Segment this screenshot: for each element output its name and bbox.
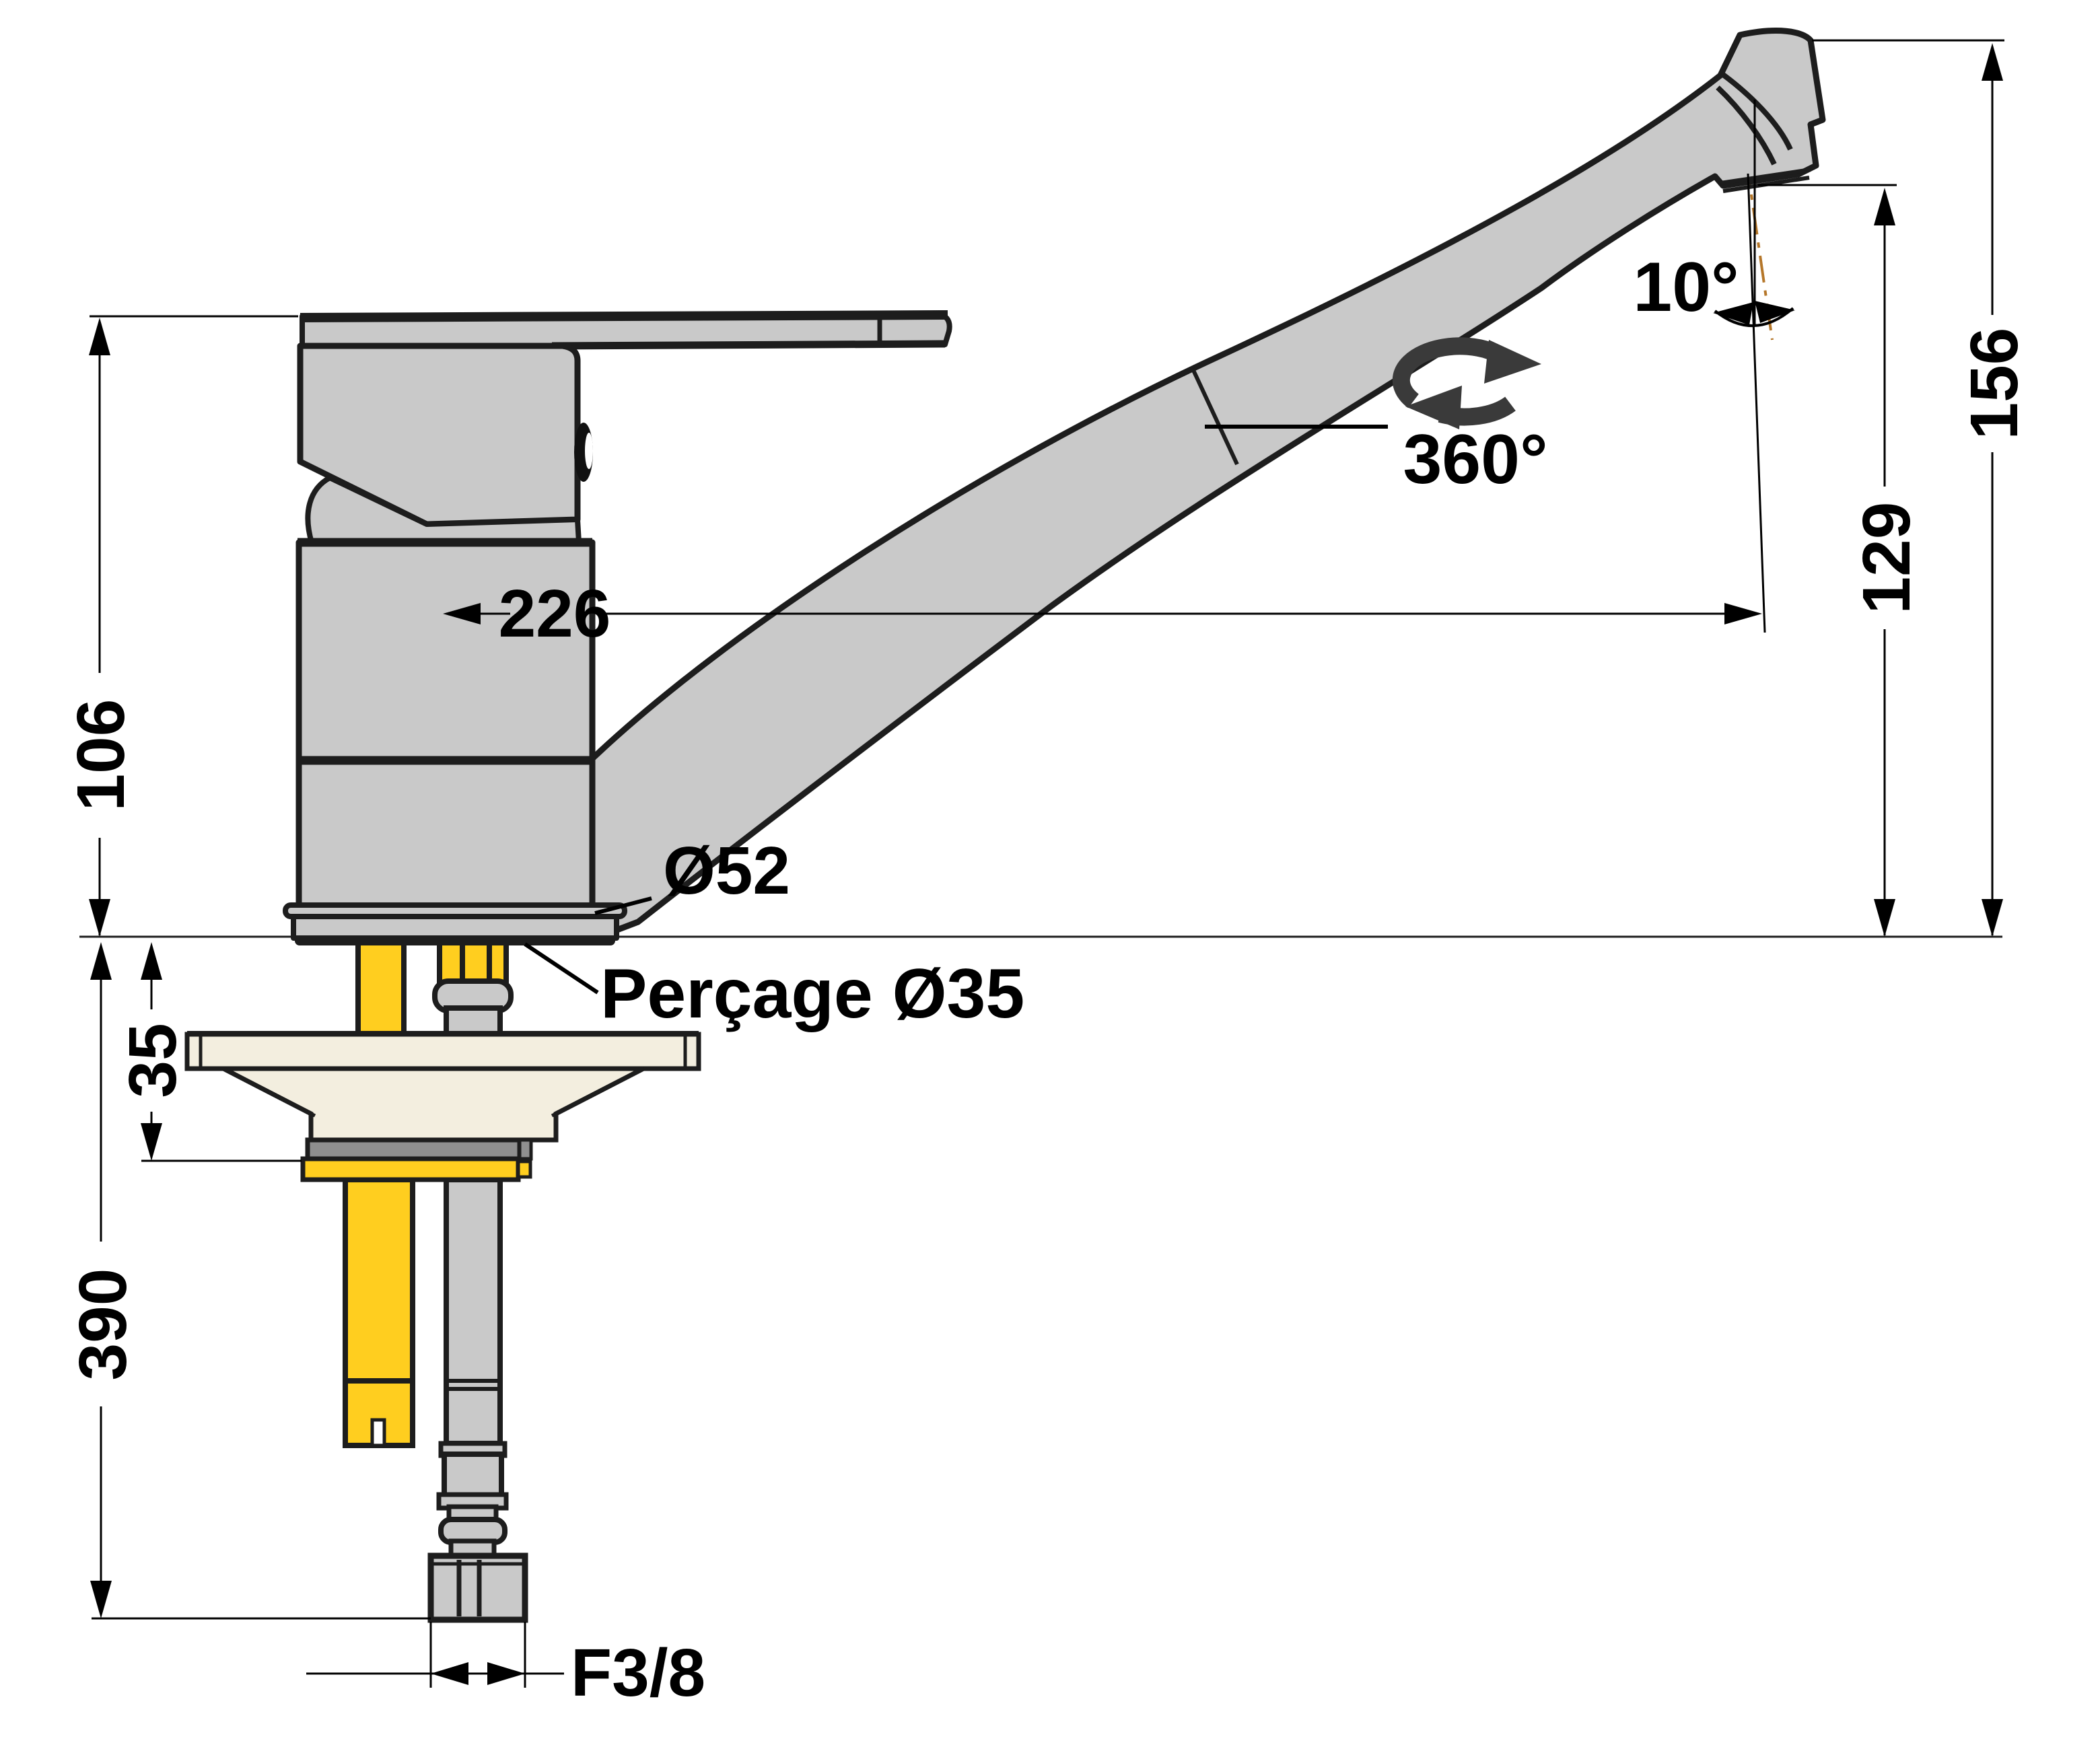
spout-seam-line bbox=[1191, 367, 1239, 466]
label-226: 226 bbox=[499, 576, 611, 651]
hex-connection-nut bbox=[427, 1552, 528, 1623]
swivel-spout bbox=[584, 28, 1826, 936]
label-f38: F3/8 bbox=[571, 1635, 705, 1711]
lever-top-edge bbox=[300, 310, 948, 322]
dimension-labels: 106 35 390 226 129 156 10° 360° Ø52 Perç… bbox=[63, 248, 2032, 1711]
handle-screw-highlight-icon bbox=[585, 433, 593, 469]
label-129: 129 bbox=[1849, 502, 1924, 614]
label-percage-dia35: Perçage Ø35 bbox=[600, 955, 1024, 1033]
spout-tube bbox=[584, 28, 1826, 936]
dim-line-35 bbox=[141, 979, 302, 1162]
ext-lines-f38 bbox=[429, 1622, 526, 1688]
leader-percage bbox=[524, 942, 599, 995]
below-deck-assembly bbox=[184, 937, 701, 1623]
angle-arc-10 bbox=[1714, 307, 1794, 327]
mounting-plate bbox=[184, 1031, 701, 1143]
outlet-axis-centerline bbox=[1731, 63, 1774, 341]
label-35: 35 bbox=[115, 1023, 190, 1098]
label-390: 390 bbox=[65, 1268, 141, 1381]
fixing-stud bbox=[343, 937, 415, 1448]
rubber-washer bbox=[305, 1137, 533, 1161]
dimension-arrowheads bbox=[89, 43, 2003, 1685]
spout-head-sculpt-lines bbox=[1716, 70, 1793, 166]
dim-line-390 bbox=[92, 979, 431, 1620]
rotation-arrows-icon bbox=[1392, 337, 1541, 429]
leader-dia52 bbox=[594, 896, 652, 915]
label-156: 156 bbox=[1957, 328, 2032, 440]
lever-underside-edge bbox=[551, 340, 946, 350]
base-escutcheon bbox=[283, 902, 627, 945]
callout-leaders bbox=[524, 425, 1388, 995]
label-360deg: 360° bbox=[1403, 421, 1547, 499]
tightening-nut bbox=[300, 1156, 532, 1182]
ext-line-outlet-axis bbox=[1747, 173, 1766, 633]
label-10deg: 10° bbox=[1633, 248, 1739, 326]
cartridge-dome bbox=[305, 475, 582, 545]
faucet-body bbox=[283, 310, 952, 945]
label-106: 106 bbox=[63, 699, 139, 812]
label-dia52: Ø52 bbox=[663, 833, 790, 908]
